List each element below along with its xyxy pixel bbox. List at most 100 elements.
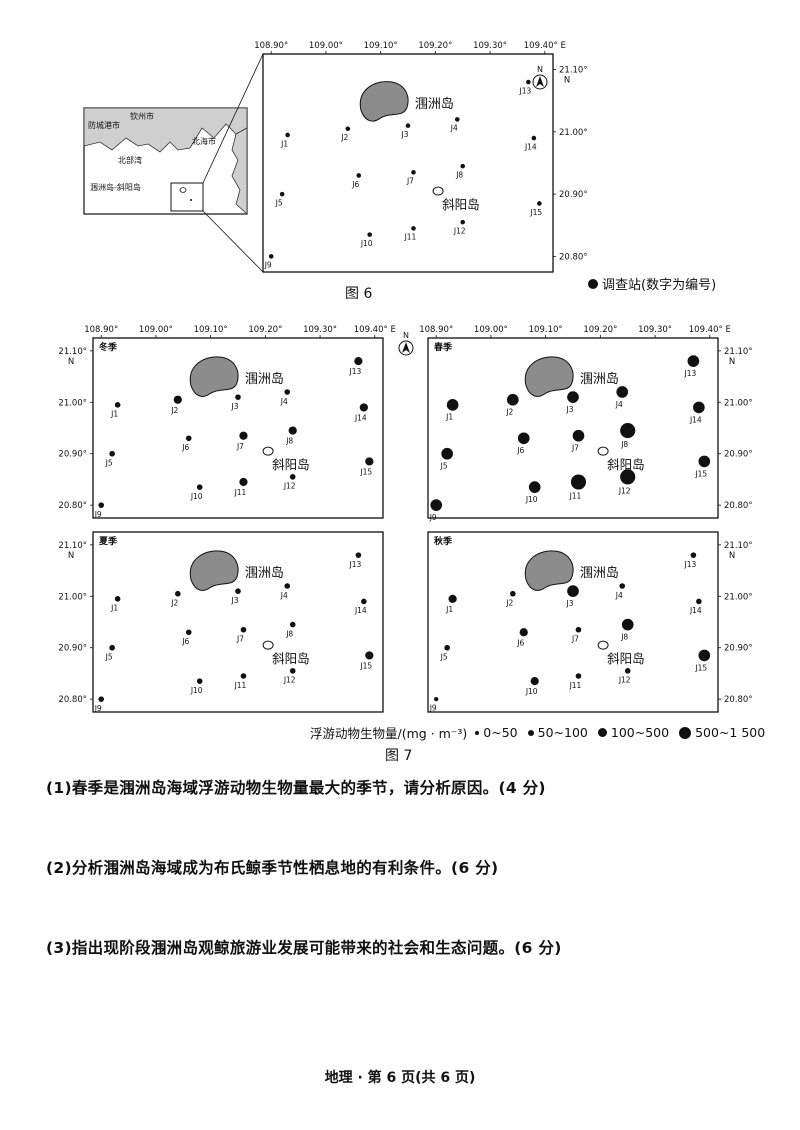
season-title: 春季 (433, 341, 453, 353)
station-label: J8 (455, 170, 463, 179)
station-label: J14 (689, 415, 702, 424)
station-j10 (530, 677, 539, 686)
xieyang-island-shape (262, 446, 274, 456)
station-label: J1 (110, 410, 118, 419)
lat-tick-label: 21.00° (724, 398, 753, 408)
xieyang-island-shape (597, 446, 609, 456)
station-label: J15 (529, 208, 542, 217)
station-label: J7 (406, 177, 414, 186)
lon-tick-label: 109.30° (303, 325, 337, 335)
weizhou-island-shape (189, 356, 239, 397)
station-j7 (240, 626, 247, 633)
station-label: J13 (683, 369, 696, 378)
station-label: J13 (348, 367, 361, 376)
station-j14 (531, 135, 537, 141)
station-label: J2 (170, 599, 178, 608)
lon-tick-label: 108.90° (419, 325, 453, 335)
weizhou-island-label: 涠洲岛 (580, 565, 619, 581)
station-j3 (235, 394, 241, 400)
station-j1 (285, 132, 290, 138)
station-label: J2 (170, 406, 178, 415)
season-title: 夏季 (98, 535, 118, 547)
legend-title: 浮游动物生物量/(mg · m⁻³) (310, 726, 468, 741)
station-label: J7 (571, 635, 579, 644)
legend-class-1: 0~50 (483, 725, 518, 740)
station-j6 (517, 432, 530, 445)
station-label: J10 (525, 687, 538, 696)
weizhou-island-label: 涠洲岛 (415, 96, 454, 112)
station-label: J7 (571, 444, 579, 453)
station-label: J6 (181, 637, 189, 646)
station-label: J10 (525, 495, 538, 504)
station-label: J3 (231, 402, 239, 411)
map-fig6: 108.90°109.00°109.10°109.20°109.30°109.4… (254, 41, 588, 273)
xieyang-island-label: 斜阳岛 (272, 651, 310, 666)
lat-tick-label: 21.10° (58, 347, 87, 357)
station-j12 (624, 668, 631, 674)
station-j15 (365, 457, 374, 466)
xieyang-island-label: 斜阳岛 (272, 457, 310, 472)
station-label: J14 (354, 414, 367, 423)
station-j11 (239, 477, 248, 487)
lon-tick-label: 109.30° (638, 325, 672, 335)
station-j10 (196, 678, 203, 684)
xieyang-island-shape (597, 640, 609, 650)
panel-0: 108.90°109.00°109.10°109.20°109.30°109.4… (58, 325, 414, 519)
station-j14 (696, 598, 702, 605)
figure-6: 防城港市 钦州市 北海市 北部湾 涠洲岛-斜阳岛 108.90°109.00°1… (83, 41, 716, 302)
question-2: (2)分析涠洲岛海域成为布氏鲸季节性栖息地的有利条件。(6 分) (46, 859, 499, 877)
station-label: J11 (404, 233, 417, 242)
station-label: J13 (518, 86, 531, 95)
page-footer: 地理 · 第 6 页(共 6 页) (324, 1070, 476, 1086)
station-j5 (109, 644, 115, 651)
station-label: J7 (236, 442, 244, 451)
station-j9 (98, 502, 105, 508)
inset-label-islands: 涠洲岛-斜阳岛 (90, 182, 141, 192)
figure-6-legend: 调查站(数字为编号) (602, 278, 716, 293)
lat-tick-label: 20.90° (724, 644, 753, 654)
xieyang-island-label: 斜阳岛 (442, 197, 480, 212)
weizhou-island-shape (524, 550, 574, 591)
station-label: J13 (683, 560, 696, 569)
station-label: J6 (351, 180, 359, 189)
lat-tick-label: 21.00° (724, 592, 753, 602)
station-label: J10 (190, 492, 203, 501)
lat-tick-label: 20.90° (58, 450, 87, 460)
xieyang-island-label: 斜阳岛 (607, 457, 645, 472)
north-label: N (537, 65, 543, 74)
inset-label-qinzhou: 钦州市 (130, 111, 154, 121)
station-j15 (537, 201, 542, 206)
station-label: J2 (340, 133, 348, 142)
station-label: J8 (620, 632, 628, 641)
legend-class-2: 50~100 (537, 725, 588, 740)
station-label: J9 (264, 261, 272, 270)
station-label: J5 (440, 462, 448, 471)
station-j1 (114, 402, 121, 408)
station-j3 (567, 585, 579, 597)
station-j12 (620, 469, 636, 485)
station-label: J5 (440, 653, 448, 662)
station-j11 (570, 474, 587, 490)
station-j12 (460, 219, 466, 225)
station-label: J12 (453, 226, 466, 235)
legend-class-3: 100~500 (610, 725, 670, 740)
station-label: J13 (348, 560, 361, 569)
station-j12 (289, 474, 296, 480)
station-label: J8 (285, 629, 293, 638)
station-j11 (240, 673, 247, 679)
lon-tick-label: 109.40° E (354, 325, 396, 335)
figure-7-caption: 图 7 (385, 748, 413, 764)
station-label: J4 (615, 591, 623, 600)
station-label: J3 (566, 405, 574, 414)
station-j9 (434, 696, 439, 702)
lat-tick-label: 21.10° (559, 66, 588, 76)
station-j1 (114, 596, 121, 602)
lat-n-label: N (68, 551, 74, 561)
station-j13 (526, 79, 531, 85)
station-j5 (441, 447, 453, 460)
station-label: J11 (569, 492, 582, 501)
station-label: J12 (618, 486, 631, 495)
lon-tick-label: 109.20° (583, 325, 617, 335)
station-j1 (448, 594, 457, 603)
